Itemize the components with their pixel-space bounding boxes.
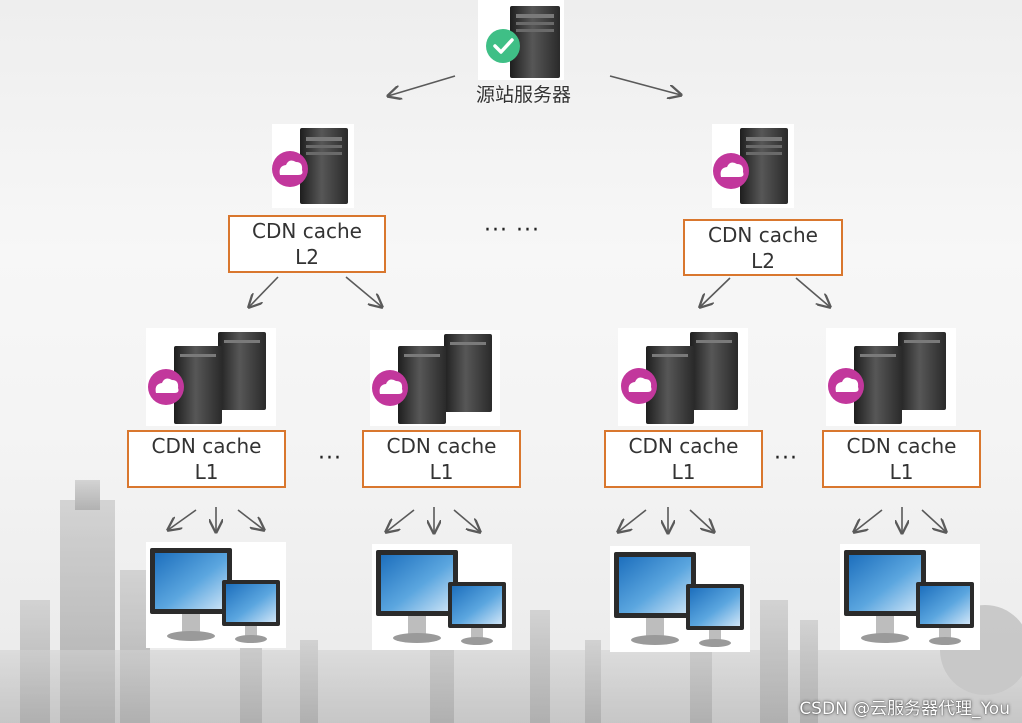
- arrow-icon: [237, 509, 264, 530]
- city-skyline: [0, 480, 1022, 723]
- l1-cache-name: CDN cache: [628, 434, 739, 458]
- arrow-icon: [168, 509, 197, 530]
- l1-cache-level: L1: [194, 460, 219, 484]
- server-icon: [510, 6, 560, 78]
- clients-group-4: [840, 544, 980, 650]
- l2-server-right: [712, 124, 794, 208]
- l1-cache-level: L1: [429, 460, 454, 484]
- monitor-icon: [686, 584, 744, 647]
- origin-server: [478, 0, 564, 80]
- arrow-icon: [453, 509, 480, 532]
- cloud-badge-icon: [272, 151, 308, 187]
- arrow-icon: [386, 509, 415, 532]
- server-icon: [174, 346, 222, 424]
- arrow-icon: [388, 75, 456, 96]
- l1-server-pair-1: [146, 328, 276, 426]
- l2-ellipsis: ··· ···: [484, 218, 540, 243]
- l1-cache-name: CDN cache: [386, 434, 497, 458]
- clients-group-1: [146, 542, 286, 648]
- cloud-badge-icon: [621, 368, 657, 404]
- monitor-icon: [844, 550, 926, 643]
- watermark: CSDN @云服务器代理_You: [799, 699, 1010, 719]
- l1-server-pair-2: [370, 330, 500, 426]
- arrow-icon: [345, 276, 382, 307]
- l2-cache-box-right: CDN cache L2: [683, 219, 843, 276]
- arrow-icon: [921, 509, 946, 532]
- monitor-icon: [376, 550, 458, 643]
- l1-ellipsis-left: ···: [318, 446, 342, 471]
- monitor-icon: [916, 582, 974, 645]
- server-icon: [398, 346, 446, 424]
- l1-cache-box-1: CDN cache L1: [127, 430, 286, 488]
- cloud-badge-icon: [713, 153, 749, 189]
- l2-cache-name: CDN cache: [708, 223, 818, 247]
- monitor-icon: [448, 582, 506, 645]
- cloud-badge-icon: [828, 368, 864, 404]
- checkmark-badge-icon: [486, 29, 520, 63]
- l1-server-pair-4: [826, 328, 956, 426]
- arrow-icon: [609, 75, 681, 95]
- server-icon: [300, 128, 348, 204]
- server-icon: [646, 346, 694, 424]
- monitor-icon: [222, 580, 280, 643]
- l2-cache-box-left: CDN cache L2: [228, 215, 386, 273]
- l1-cache-name: CDN cache: [151, 434, 262, 458]
- monitor-icon: [614, 552, 696, 645]
- l2-cache-level: L2: [295, 245, 319, 269]
- l1-cache-level: L1: [671, 460, 696, 484]
- l1-server-pair-3: [618, 328, 748, 426]
- server-icon: [854, 346, 902, 424]
- arrow-icon: [795, 277, 830, 307]
- arrow-icon: [689, 509, 714, 532]
- arrow-icon: [249, 276, 279, 307]
- origin-server-label: 源站服务器: [476, 84, 572, 106]
- l1-cache-box-4: CDN cache L1: [822, 430, 981, 488]
- l2-server-left: [272, 124, 354, 208]
- server-icon: [898, 332, 946, 410]
- l2-cache-name: CDN cache: [252, 219, 362, 243]
- l1-cache-level: L1: [889, 460, 914, 484]
- server-icon: [690, 332, 738, 410]
- server-icon: [444, 334, 492, 412]
- server-icon: [740, 128, 788, 204]
- monitor-icon: [150, 548, 232, 641]
- l2-cache-level: L2: [751, 249, 775, 273]
- l1-cache-box-2: CDN cache L1: [362, 430, 521, 488]
- cloud-badge-icon: [148, 369, 184, 405]
- server-icon: [218, 332, 266, 410]
- clients-group-2: [372, 544, 512, 650]
- arrow-icon: [854, 509, 883, 532]
- cloud-badge-icon: [372, 370, 408, 406]
- l1-ellipsis-right: ···: [774, 446, 798, 471]
- l1-cache-box-3: CDN cache L1: [604, 430, 763, 488]
- arrow-icon: [618, 509, 647, 532]
- clients-group-3: [610, 546, 750, 652]
- arrows: [168, 75, 946, 533]
- l1-cache-name: CDN cache: [846, 434, 957, 458]
- arrow-icon: [700, 277, 731, 307]
